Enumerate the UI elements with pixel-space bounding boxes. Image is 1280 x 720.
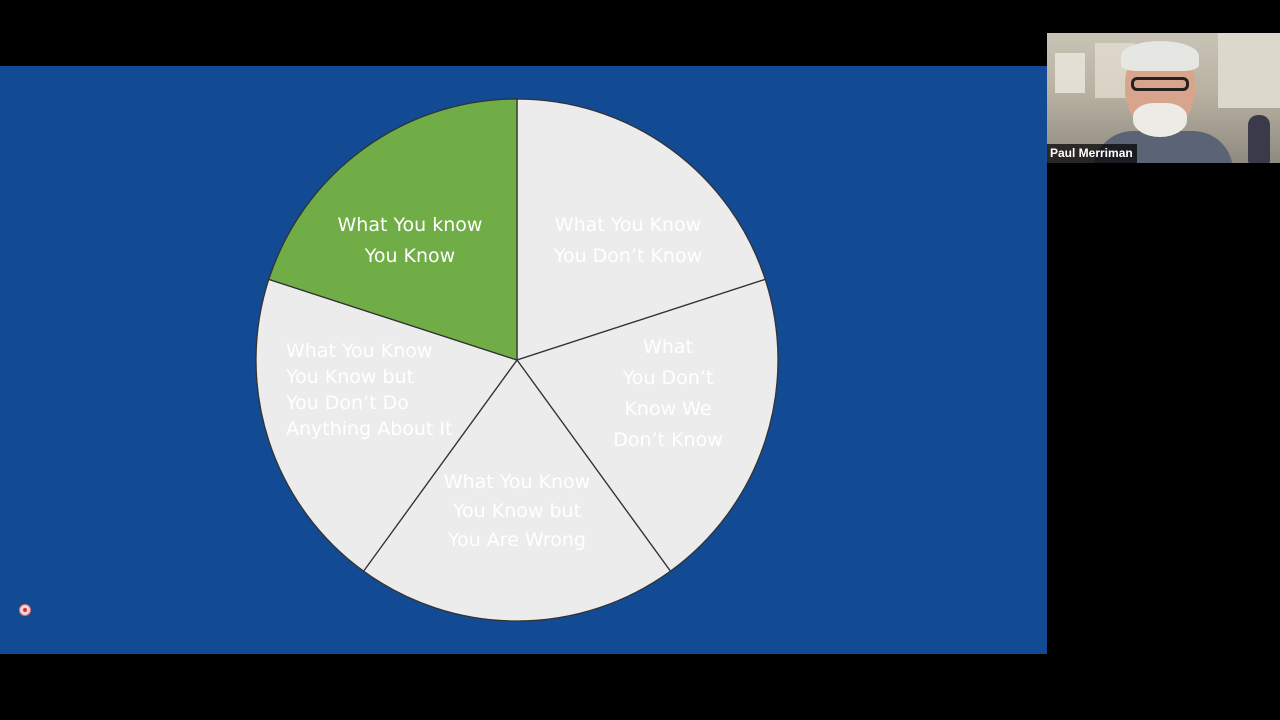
- participant-beard: [1133, 103, 1187, 137]
- background-cabinet: [1218, 33, 1280, 108]
- laser-pointer-icon: [19, 604, 31, 616]
- participant-name-label: Paul Merriman: [1047, 144, 1137, 163]
- pie-label-line: What You Know: [286, 340, 432, 362]
- pie-label-line: What You Know: [444, 471, 590, 493]
- pie-label-line: What: [643, 336, 693, 358]
- pie-label-line: You Are Wrong: [447, 529, 586, 551]
- background-person: [1248, 115, 1270, 163]
- pie-label-line: You Don’t Know: [553, 245, 702, 267]
- pie-label-line: You Don’t: [622, 367, 714, 389]
- participant-video-tile[interactable]: Paul Merriman: [1047, 33, 1280, 163]
- pie-label-line: You Know but: [452, 500, 581, 522]
- participant-hair: [1121, 41, 1199, 71]
- pie-label-line: You Know but: [285, 366, 414, 388]
- pie-label-line: Know We: [624, 398, 711, 420]
- pie-label-line: What You know: [338, 214, 483, 236]
- pie-label-line: Don’t Know: [613, 429, 723, 451]
- pie-label-line: What You Know: [555, 214, 701, 236]
- pie-label-line: Anything About It: [286, 418, 452, 440]
- pie-label-line: You Don’t Do: [285, 392, 409, 414]
- background-window: [1055, 53, 1085, 93]
- participant-glasses: [1131, 77, 1189, 91]
- pie-label-line: You Know: [364, 245, 455, 267]
